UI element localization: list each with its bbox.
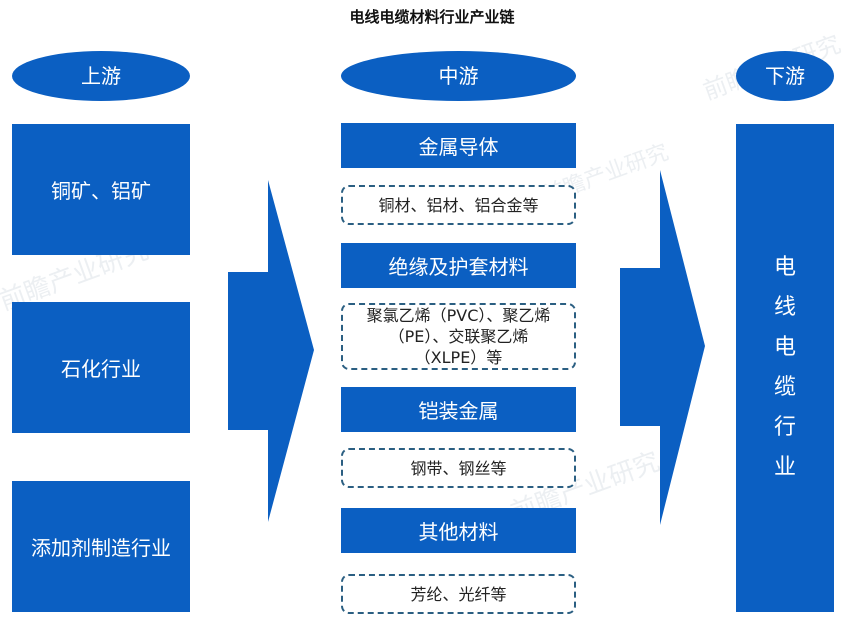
arrow-right-icon bbox=[620, 170, 705, 525]
midstream-label-text: 铠装金属 bbox=[418, 399, 499, 423]
downstream-header: 下游 bbox=[736, 51, 834, 101]
midstream-detail-line: 聚氯乙烯（PVC）、聚乙烯 bbox=[366, 306, 551, 325]
midstream-detail-line: （PE）、交联聚乙烯 bbox=[388, 327, 529, 346]
midstream-detail-text: 芳纶、光纤等 bbox=[410, 584, 507, 604]
upstream-item-label: 添加剂制造行业 bbox=[31, 536, 171, 560]
midstream-label-conductor: 金属导体 bbox=[341, 123, 576, 168]
midstream-header: 中游 bbox=[341, 51, 576, 101]
midstream-label-insulation: 绝缘及护套材料 bbox=[341, 243, 576, 288]
arrow-right-icon bbox=[228, 180, 314, 522]
midstream-detail-text: 钢带、钢丝等 bbox=[410, 458, 507, 478]
midstream-label-text: 其他材料 bbox=[418, 520, 499, 544]
midstream-detail-conductor: 铜材、铝材、铝合金等 bbox=[341, 185, 576, 225]
upstream-header: 上游 bbox=[12, 51, 190, 101]
midstream-label-text: 金属导体 bbox=[418, 135, 499, 159]
diagram-title: 电线电缆材料行业产业链 bbox=[349, 8, 515, 26]
upstream-item-mining: 铜矿、铝矿 bbox=[12, 124, 190, 255]
midstream-detail-armor: 钢带、钢丝等 bbox=[341, 448, 576, 488]
upstream-item-additives: 添加剂制造行业 bbox=[12, 481, 190, 612]
upstream-item-label: 石化行业 bbox=[61, 357, 141, 381]
upstream-item-petrochemical: 石化行业 bbox=[12, 302, 190, 433]
upstream-item-label: 铜矿、铝矿 bbox=[51, 179, 151, 203]
midstream-label-armor: 铠装金属 bbox=[341, 387, 576, 432]
midstream-label-other: 其他材料 bbox=[341, 508, 576, 553]
midstream-detail-insulation: 聚氯乙烯（PVC）、聚乙烯 （PE）、交联聚乙烯 （XLPE）等 bbox=[341, 303, 576, 370]
downstream-item-cable: 电线电缆行业 bbox=[736, 124, 834, 612]
midstream-label-text: 绝缘及护套材料 bbox=[388, 255, 529, 279]
midstream-detail-other: 芳纶、光纤等 bbox=[341, 574, 576, 614]
midstream-detail-text: 铜材、铝材、铝合金等 bbox=[378, 195, 539, 215]
midstream-detail-line: （XLPE）等 bbox=[414, 348, 503, 367]
downstream-item-label: 电线电缆行业 bbox=[773, 255, 796, 480]
